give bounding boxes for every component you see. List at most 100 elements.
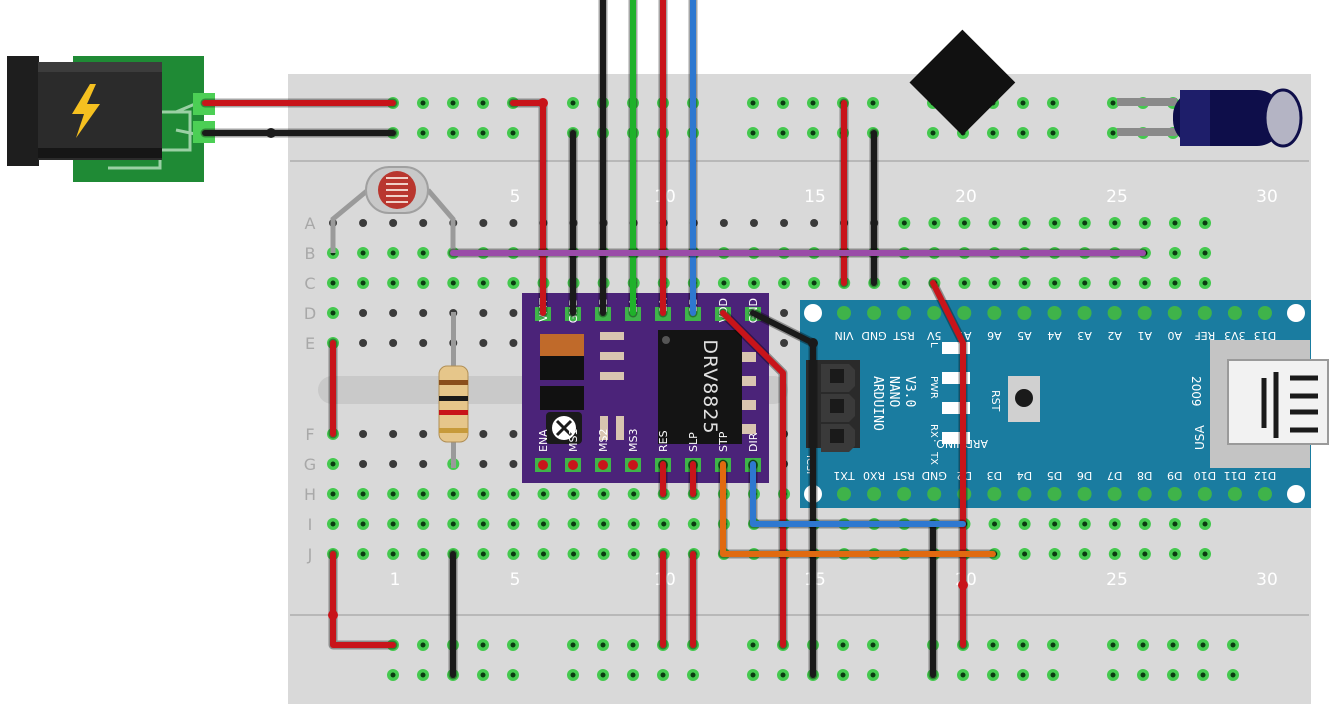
- rail-hole-core: [1020, 130, 1026, 136]
- row-label-h: H: [304, 485, 316, 504]
- breadboard-hole: [389, 339, 398, 347]
- arduino-bottom-pin: [987, 487, 1002, 501]
- arduino-top-pin: [1107, 306, 1122, 320]
- column-label-top-25: 25: [1106, 187, 1128, 207]
- arduino-top-pin: [927, 306, 942, 320]
- arduino-bottom-pin: [1227, 487, 1242, 501]
- driver-bottom-pin-label: SLP: [687, 432, 700, 452]
- driver-bottom-pin-label: MS3: [627, 429, 640, 452]
- rail-hole-core: [1140, 642, 1146, 648]
- arduino-top-pin: [837, 306, 851, 320]
- row-label-g: G: [304, 455, 316, 474]
- breadboard-hole-core: [390, 491, 396, 497]
- row-label-i: I: [308, 515, 313, 534]
- breadboard-hole-core: [480, 551, 486, 557]
- breadboard-hole-core: [1202, 521, 1208, 527]
- arduino-bottom-pin: [1137, 487, 1152, 501]
- breadboard-hole: [509, 339, 518, 347]
- arduino-top-pin: [897, 306, 912, 320]
- rail-hole-core: [840, 642, 846, 648]
- arduino-bottom-pin: [1077, 487, 1092, 501]
- arduino-name-line-2: NANO: [886, 376, 901, 407]
- breadboard-hole: [749, 219, 758, 227]
- arduino-top-pin: [957, 306, 972, 320]
- rail-hole-core: [450, 100, 456, 106]
- rail-hole-core: [690, 672, 696, 678]
- arduino-bottom-pin-label: D12: [1254, 469, 1276, 482]
- arduino-bottom-pin-label: D8: [1137, 469, 1152, 482]
- arduino-top-pin-label: A1: [1137, 329, 1152, 342]
- led-label-tx: TX: [928, 451, 939, 465]
- breadboard-hole-core: [1112, 220, 1118, 226]
- breadboard-hole-core: [781, 280, 787, 286]
- breadboard-hole-core: [360, 551, 366, 557]
- arduino-top-pin: [1137, 306, 1152, 320]
- breadboard-hole-core: [540, 521, 546, 527]
- breadboard-hole: [810, 219, 819, 227]
- rail-hole-core: [810, 130, 816, 136]
- breadboard-hole: [509, 460, 518, 468]
- power-rail-divider-top: [290, 160, 1309, 162]
- breadboard-hole-core: [631, 491, 637, 497]
- arduino-bottom-pin-label: D5: [1047, 469, 1062, 482]
- breadboard-hole-core: [1052, 551, 1058, 557]
- breadboard-hole-core: [510, 280, 516, 286]
- breadboard-hole-core: [540, 491, 546, 497]
- breadboard-hole-core: [751, 280, 757, 286]
- breadboard-hole-core: [571, 551, 577, 557]
- arduino-bottom-pin-label: D7: [1107, 469, 1122, 482]
- rail-hole-core: [750, 642, 756, 648]
- breadboard-hole-core: [992, 220, 998, 226]
- arduino-bottom-pin: [1047, 487, 1062, 501]
- rail-hole-core: [660, 672, 666, 678]
- arduino-top-pin-label: A2: [1107, 329, 1122, 342]
- rail-hole-core: [930, 130, 936, 136]
- arduino-top-pin-label: A6: [987, 329, 1002, 342]
- arduino-top-pin-label: RST: [893, 329, 915, 342]
- row-label-f: F: [305, 425, 314, 444]
- column-label-top-20: 20: [955, 187, 977, 207]
- rail-hole-core: [780, 130, 786, 136]
- arduino-top-pin: [1227, 306, 1242, 320]
- rail-hole-core: [510, 672, 516, 678]
- breadboard-hole: [359, 309, 368, 317]
- rail-hole-core: [1140, 672, 1146, 678]
- arduino-bottom-pin-label: D9: [1167, 469, 1182, 482]
- breadboard-hole: [359, 219, 368, 227]
- breadboard-hole-core: [420, 551, 426, 557]
- rail-hole-core: [1170, 642, 1176, 648]
- rail-hole-core: [780, 672, 786, 678]
- rail-hole-core: [960, 672, 966, 678]
- breadboard-hole: [509, 219, 518, 227]
- breadboard-hole-core: [330, 310, 336, 316]
- capacitor: [1117, 88, 1303, 148]
- breadboard-hole-core: [450, 521, 456, 527]
- breadboard-hole-core: [1052, 521, 1058, 527]
- arduino-name-line-1: ARDUINO: [870, 376, 885, 431]
- rail-hole-core: [1020, 642, 1026, 648]
- rail-hole-core: [480, 130, 486, 136]
- column-label-top-30: 30: [1256, 187, 1278, 207]
- driver-chip-label: DRV8825: [699, 339, 721, 434]
- arduino-top-pin: [867, 306, 882, 320]
- breadboard-hole: [389, 460, 398, 468]
- arduino-top-pin: [1167, 306, 1182, 320]
- breadboard-hole-core: [420, 280, 426, 286]
- arduino-bottom-pin: [927, 487, 942, 501]
- breadboard-hole: [359, 460, 368, 468]
- breadboard-hole: [419, 460, 428, 468]
- breadboard-hole: [359, 339, 368, 347]
- rail-hole-core: [1110, 642, 1116, 648]
- arduino-bottom-pin: [1257, 487, 1272, 501]
- breadboard-hole: [479, 219, 488, 227]
- breadboard-hole-core: [510, 491, 516, 497]
- breadboard-hole-core: [1202, 250, 1208, 256]
- driver-bottom-pin-label: ENA: [537, 429, 550, 452]
- rail-hole-core: [420, 100, 426, 106]
- breadboard-hole-core: [420, 521, 426, 527]
- breadboard-hole-core: [631, 551, 637, 557]
- rail-hole-core: [750, 672, 756, 678]
